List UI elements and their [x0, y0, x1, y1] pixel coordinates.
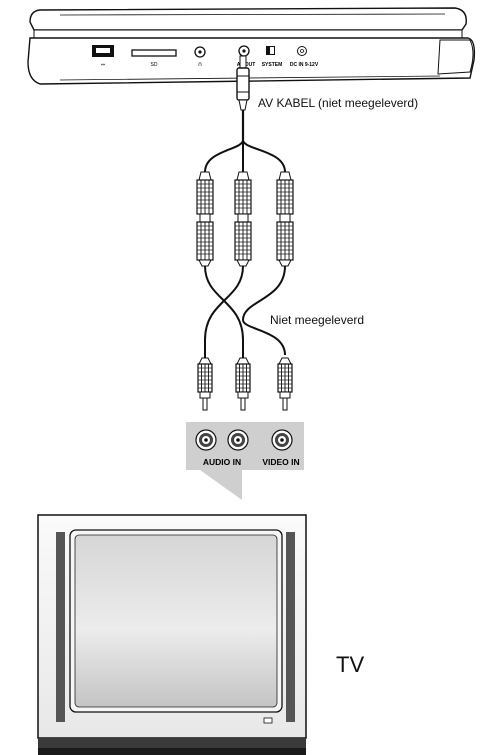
lower-rca-plug-left — [197, 357, 213, 411]
crossing-cables — [204, 265, 286, 358]
system-label: SYSTEM — [262, 62, 283, 68]
card-slot: SD — [131, 49, 177, 68]
av-cable-label: AV KABEL (niet meegeleverd) — [258, 96, 419, 110]
dvd-player: ⇔ SD ∩ AV OUT SYSTEM DC IN 9-12V — [27, 7, 476, 85]
tv-set — [37, 514, 307, 755]
audio-in-label: AUDIO IN — [203, 457, 241, 467]
headphone-jack: ∩ — [194, 46, 206, 68]
usb-port: ⇔ — [92, 45, 114, 68]
audio-jack-right — [227, 429, 249, 451]
tv-jack-panel: AUDIO IN VIDEO IN — [186, 422, 304, 500]
upper-rca-plug-middle — [234, 171, 252, 267]
mini-jack-plug — [236, 55, 250, 111]
video-jack — [271, 429, 293, 451]
dc-in-label: DC IN 9-12V — [290, 62, 319, 68]
lower-rca-plug-middle — [235, 357, 251, 411]
lower-rca-plug-right — [277, 357, 293, 411]
av-cable — [204, 55, 286, 173]
dc-in-jack: DC IN 9-12V — [290, 46, 319, 68]
system-switch: SYSTEM — [262, 46, 283, 68]
headphone-icon: ∩ — [198, 61, 202, 68]
card-slot-label: SD — [151, 62, 158, 68]
video-in-label: VIDEO IN — [262, 457, 299, 467]
not-included-label: Niet meegeleverd — [270, 313, 365, 327]
svg-text:⇔: ⇔ — [101, 62, 105, 68]
tv-label: TV — [336, 652, 365, 677]
upper-rca-plug-left — [196, 171, 214, 267]
upper-rca-plug-right — [276, 171, 294, 267]
audio-jack-left — [195, 429, 217, 451]
